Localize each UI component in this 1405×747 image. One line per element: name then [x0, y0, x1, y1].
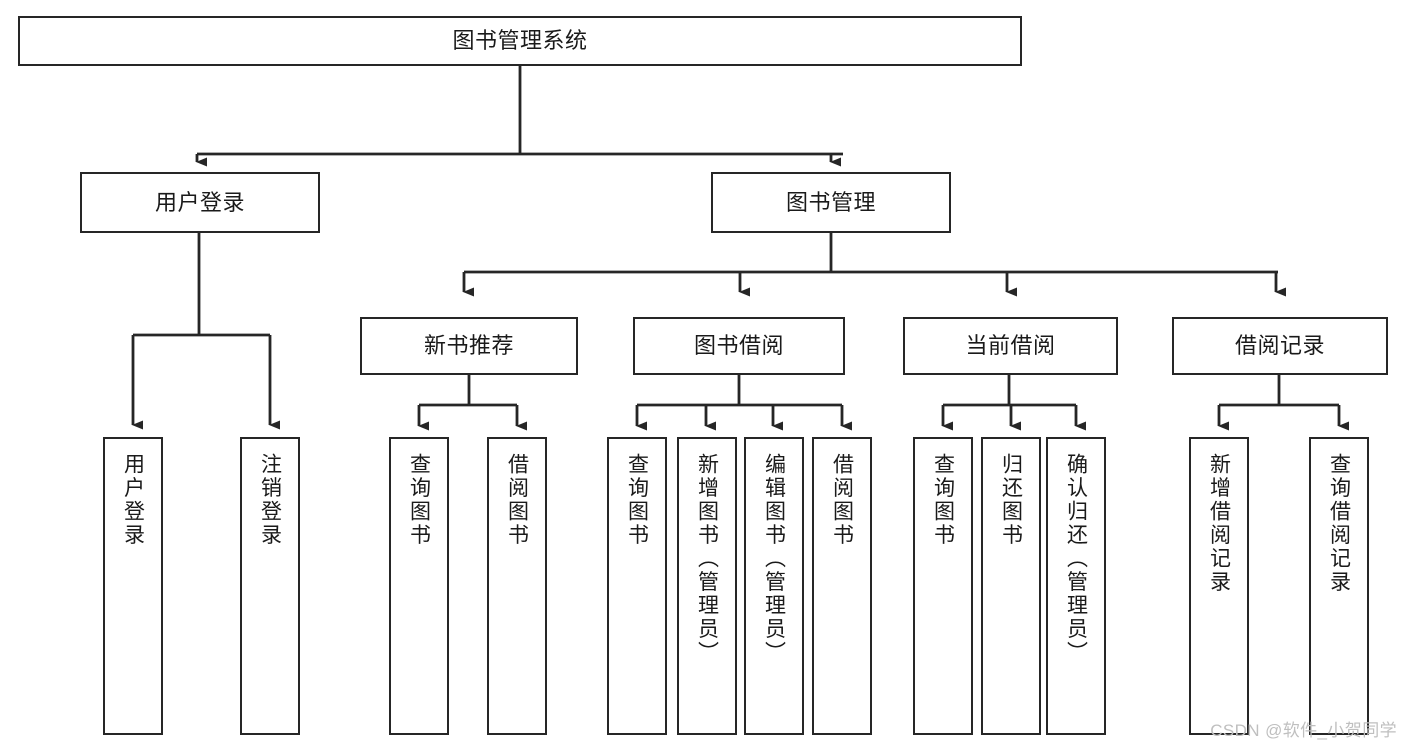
node-leaf-add-book-label: 新增图书（管理员）	[695, 453, 719, 665]
node-leaf-query-book-3[interactable]: 查询图书	[913, 437, 973, 735]
node-leaf-borrow-book-1[interactable]: 借阅图书	[487, 437, 547, 735]
node-leaf-edit-book-label: 编辑图书（管理员）	[762, 453, 786, 665]
node-root-system[interactable]: 图书管理系统	[18, 16, 1022, 66]
node-leaf-return-book-label: 归还图书	[999, 453, 1023, 547]
node-leaf-logout-login-label: 注销登录	[258, 453, 282, 547]
node-leaf-borrow-book-2[interactable]: 借阅图书	[812, 437, 872, 735]
node-leaf-add-record-label: 新增借阅记录	[1207, 453, 1231, 594]
node-leaf-query-book-3-label: 查询图书	[931, 453, 955, 547]
node-leaf-confirm-return-label: 确认归还（管理员）	[1064, 453, 1088, 665]
node-current-borrow-label: 当前借阅	[965, 333, 1056, 359]
node-leaf-user-login[interactable]: 用户登录	[103, 437, 163, 735]
node-borrow-record[interactable]: 借阅记录	[1172, 317, 1388, 375]
node-leaf-confirm-return[interactable]: 确认归还（管理员）	[1046, 437, 1106, 735]
node-leaf-query-record[interactable]: 查询借阅记录	[1309, 437, 1369, 735]
node-leaf-add-book[interactable]: 新增图书（管理员）	[677, 437, 737, 735]
node-leaf-edit-book[interactable]: 编辑图书（管理员）	[744, 437, 804, 735]
node-user-login-label: 用户登录	[154, 189, 245, 215]
node-book-management-label: 图书管理	[785, 189, 876, 215]
node-new-book-recommend[interactable]: 新书推荐	[360, 317, 578, 375]
node-leaf-logout-login[interactable]: 注销登录	[240, 437, 300, 735]
node-leaf-query-book-1-label: 查询图书	[407, 453, 431, 547]
node-user-login[interactable]: 用户登录	[80, 172, 320, 233]
node-book-borrow-label: 图书借阅	[693, 333, 784, 359]
node-leaf-query-book-2-label: 查询图书	[625, 453, 649, 547]
node-book-borrow[interactable]: 图书借阅	[633, 317, 845, 375]
node-new-book-recommend-label: 新书推荐	[423, 333, 514, 359]
node-leaf-borrow-book-2-label: 借阅图书	[830, 453, 854, 547]
node-leaf-query-record-label: 查询借阅记录	[1327, 453, 1351, 594]
node-leaf-return-book[interactable]: 归还图书	[981, 437, 1041, 735]
node-leaf-query-book-1[interactable]: 查询图书	[389, 437, 449, 735]
node-leaf-user-login-label: 用户登录	[121, 453, 145, 547]
node-book-management[interactable]: 图书管理	[711, 172, 951, 233]
node-leaf-query-book-2[interactable]: 查询图书	[607, 437, 667, 735]
node-leaf-borrow-book-1-label: 借阅图书	[505, 453, 529, 547]
node-borrow-record-label: 借阅记录	[1234, 333, 1325, 359]
node-root-system-label: 图书管理系统	[452, 28, 588, 54]
node-leaf-add-record[interactable]: 新增借阅记录	[1189, 437, 1249, 735]
node-current-borrow[interactable]: 当前借阅	[903, 317, 1118, 375]
